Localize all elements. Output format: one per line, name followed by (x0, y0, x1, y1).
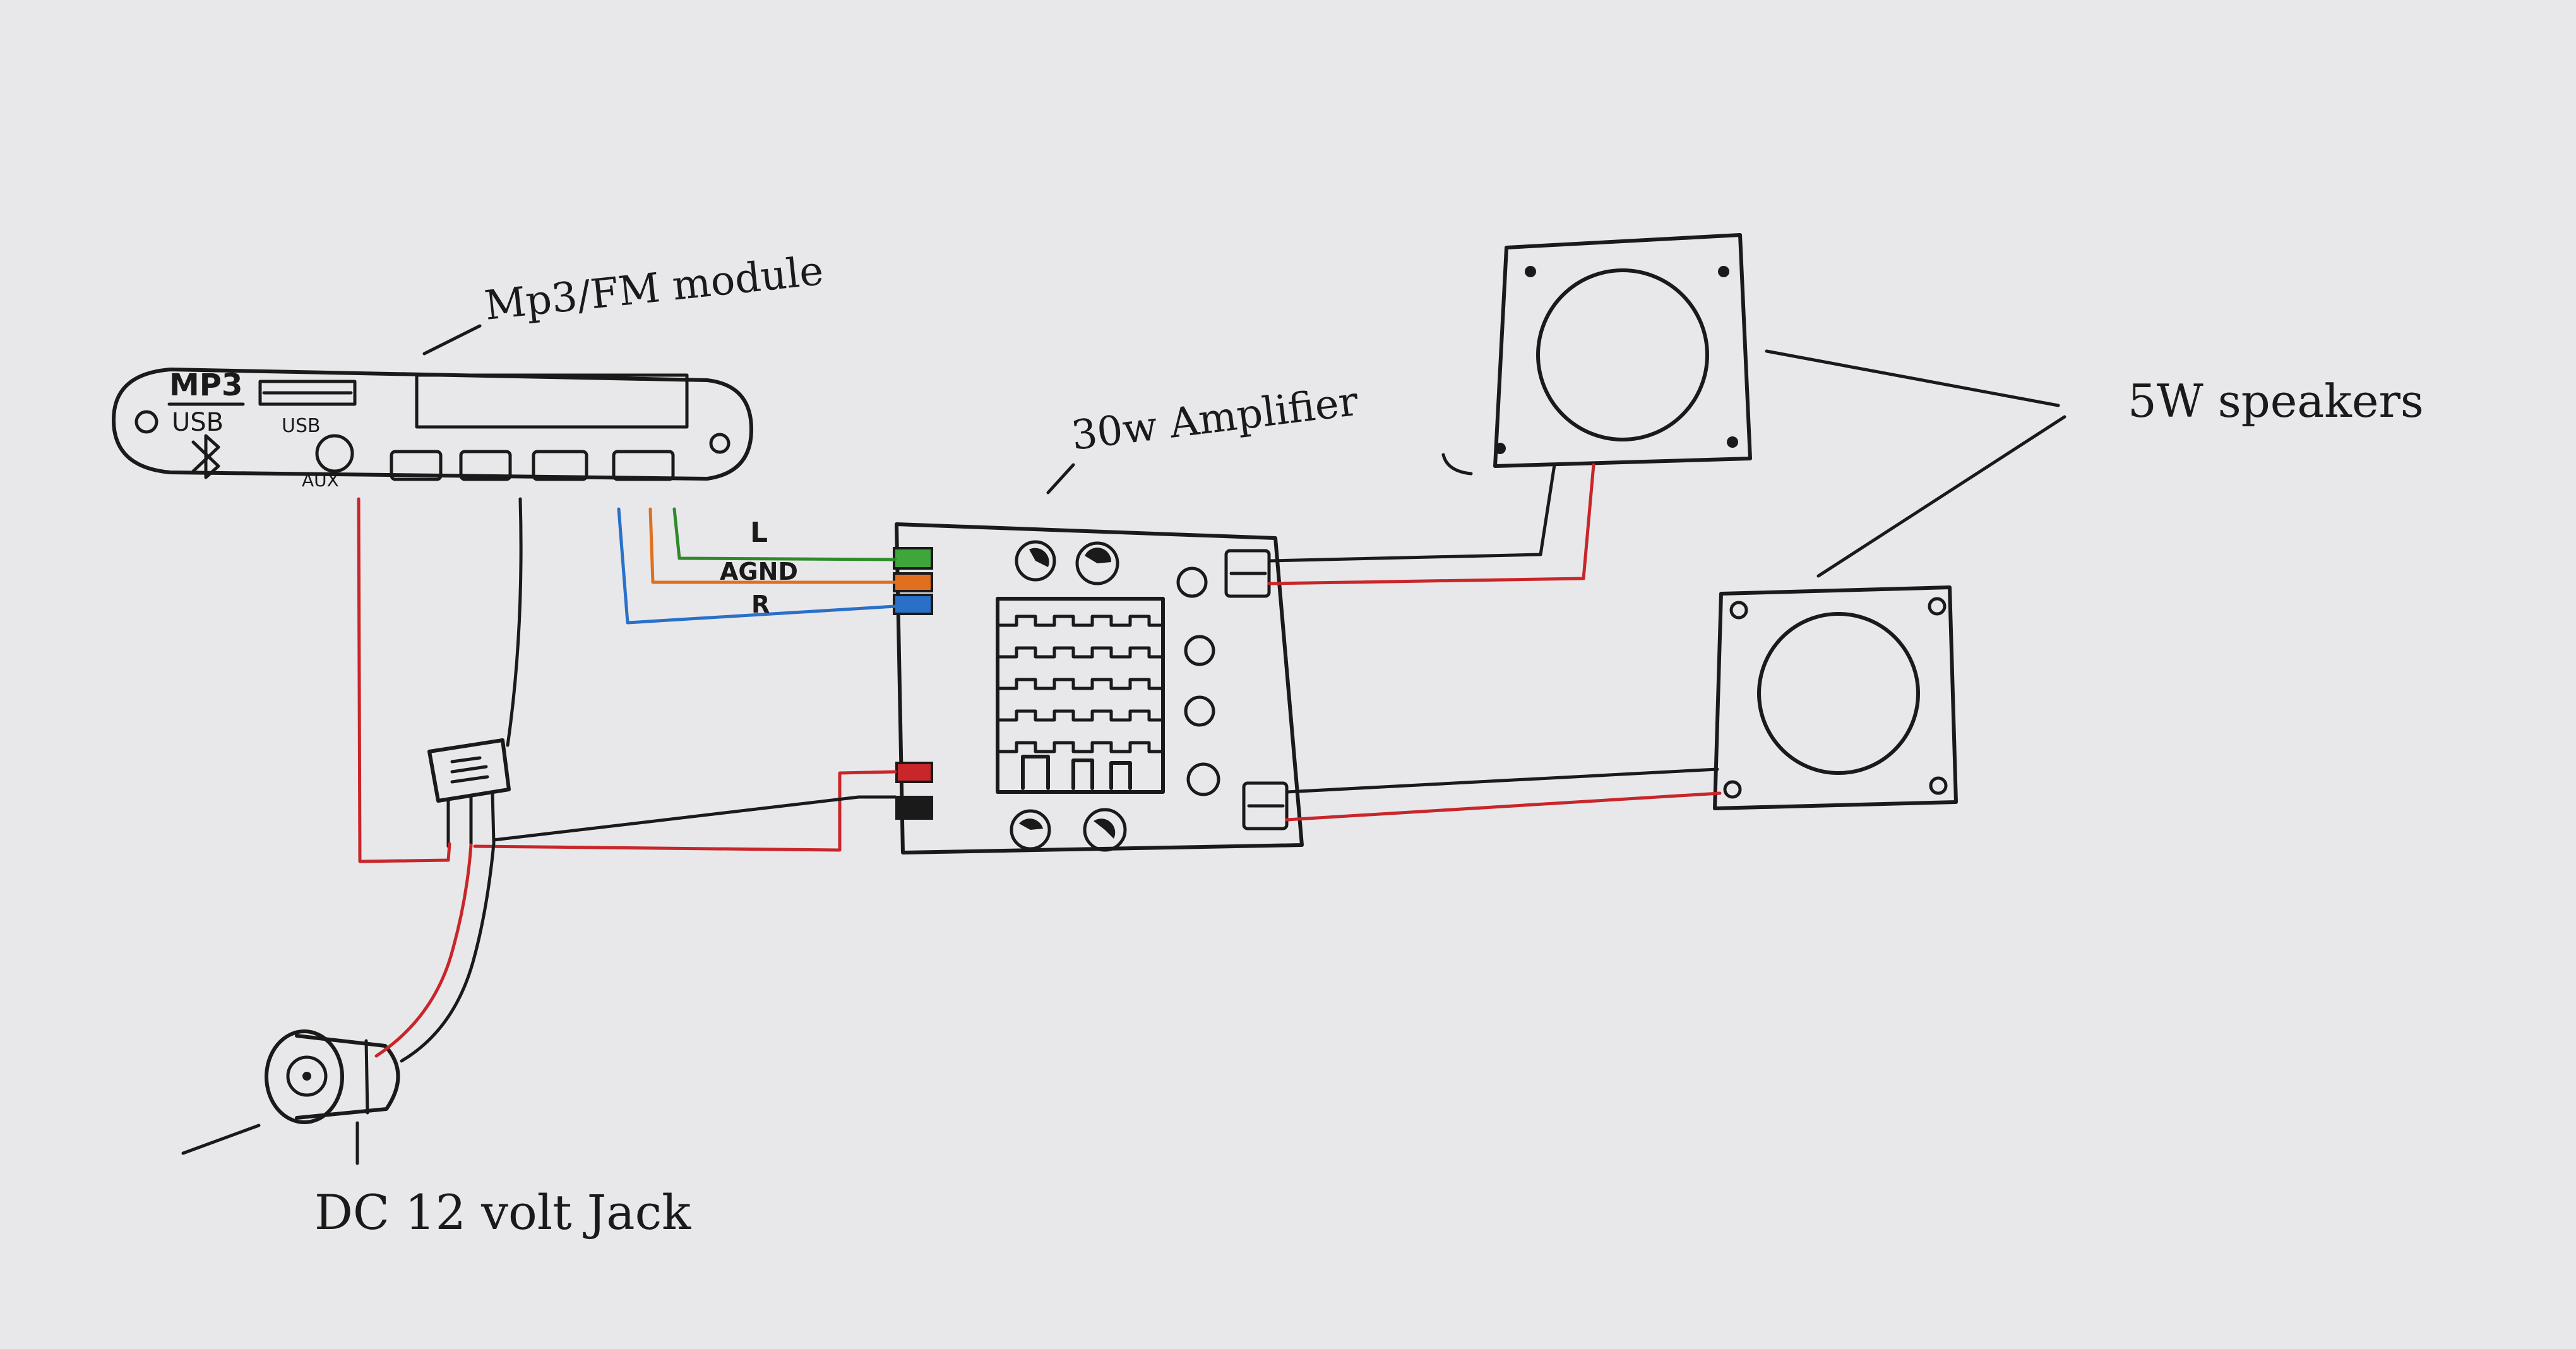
amplifier-board (893, 522, 1304, 854)
speakers-leader-top (1765, 349, 2060, 407)
amplifier-label: 30w Amplifier (1069, 378, 1361, 460)
wire-speaker-top-positive (1267, 463, 1595, 585)
amplifier-leader (1046, 463, 1075, 495)
usb-slot (258, 380, 357, 406)
speakers-leader-bottom (1816, 415, 2066, 578)
amp-hole-4 (1186, 762, 1220, 796)
amp-hole-3 (1184, 695, 1215, 727)
mp3-module-label: Mp3/FM module (482, 248, 826, 330)
mp3-button-4 (612, 450, 675, 481)
wire-amp-power-positive (473, 770, 897, 852)
amp-power-negative-terminal (895, 796, 933, 820)
speaker-top (1441, 233, 1752, 476)
wire-audio-agnd (648, 507, 897, 584)
mp3-button-1 (390, 450, 443, 481)
aux-jack (315, 434, 354, 473)
wire-audio-right (617, 507, 897, 625)
amp-input-left-terminal (893, 547, 933, 570)
amp-input-agnd-terminal (893, 572, 933, 592)
mp3-module-leader (422, 324, 482, 356)
speakers-label: 5W speakers (2128, 375, 2424, 428)
wire-right-label: R (751, 591, 770, 618)
dc-jack-label: DC 12 volt Jack (314, 1184, 691, 1240)
mp3-module: MP3 USB USB AUX (112, 368, 753, 491)
wire-amp-power-negative (492, 795, 897, 842)
mp3-module-mp3-text: MP3 (169, 368, 242, 403)
wire-mp3-power (357, 497, 451, 863)
amp-hole-2 (1184, 635, 1215, 666)
wire-left-label: L (750, 517, 768, 549)
amp-capacitor-1 (1015, 540, 1056, 582)
mp3-button-2 (459, 450, 512, 481)
wire-speaker-top-negative (1267, 463, 1556, 563)
speaker-bottom (1713, 585, 1958, 810)
amp-input-right-terminal (893, 594, 933, 615)
wire-jack-positive (374, 843, 473, 1058)
mp3-module-aux-text: AUX (302, 470, 339, 491)
amp-output-terminal-bottom (1242, 781, 1289, 830)
wire-speaker-bottom-negative (1285, 767, 1719, 794)
amp-capacitor-4 (1083, 808, 1127, 852)
wire-jack-negative (400, 842, 496, 1063)
mp3-module-usb-text: USB (172, 408, 224, 437)
voltage-regulator (427, 738, 511, 848)
amp-power-positive-terminal (895, 762, 933, 783)
mp3-button-3 (532, 450, 588, 481)
mp3-module-usb-port-text: USB (282, 415, 321, 437)
wire-speaker-bottom-positive (1285, 791, 1722, 822)
amp-hole-1 (1176, 567, 1208, 598)
amp-capacitor-3 (1010, 809, 1051, 851)
wire-agnd-label: AGND (720, 558, 798, 585)
wire-audio-left (672, 507, 897, 561)
mp3-display (415, 373, 689, 429)
amp-output-terminal-top (1224, 549, 1271, 598)
bluetooth-icon (191, 434, 220, 479)
wire-mp3-ground (506, 497, 523, 747)
dc-jack (181, 1029, 400, 1165)
amp-heatsink (996, 597, 1165, 794)
amp-capacitor-2 (1075, 541, 1119, 585)
